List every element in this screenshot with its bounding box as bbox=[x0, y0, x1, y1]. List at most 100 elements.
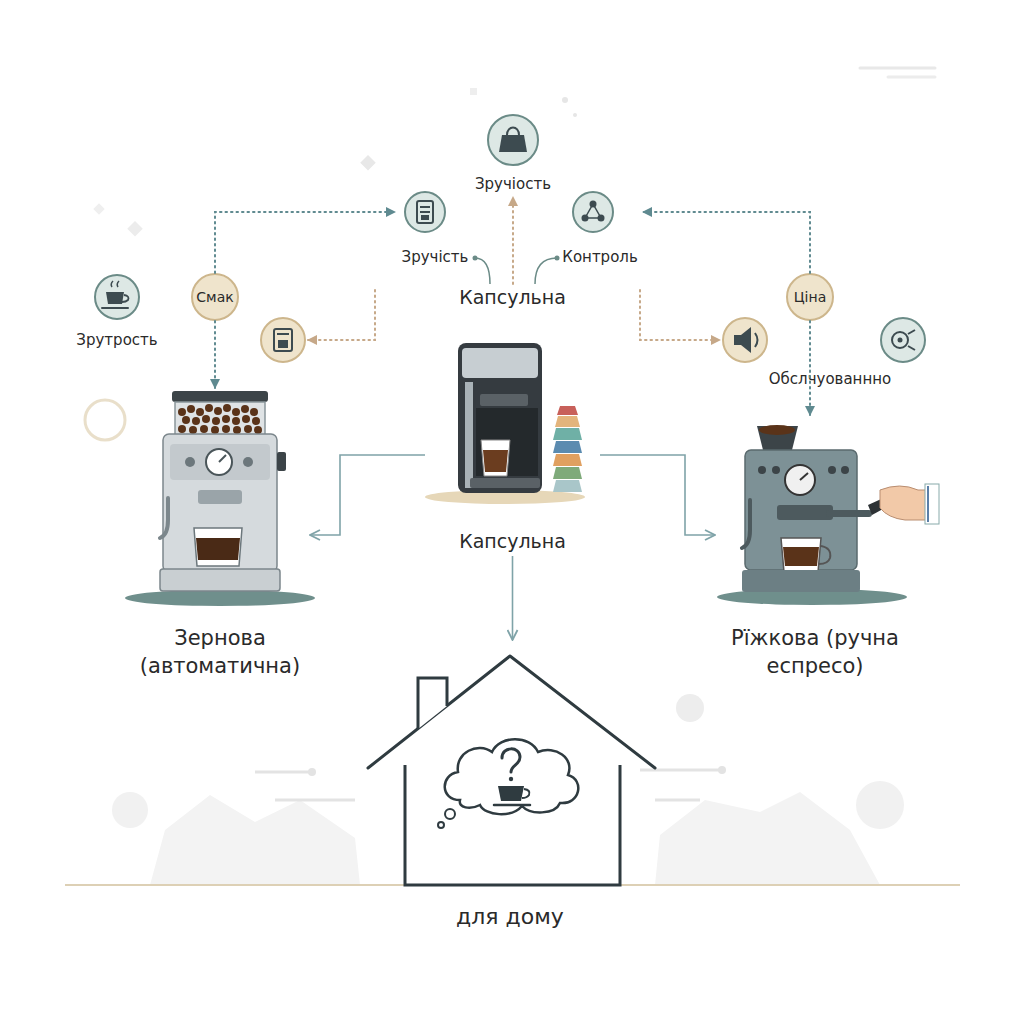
capsule-machine-illustration bbox=[425, 343, 585, 504]
connector-arrow bbox=[643, 212, 810, 273]
connector-arrow bbox=[512, 197, 514, 284]
grain-machine-illustration bbox=[160, 498, 168, 538]
espresso-machine-illustration bbox=[777, 505, 833, 520]
espresso-machine-illustration bbox=[772, 466, 780, 474]
grain-machine-illustration bbox=[219, 455, 226, 462]
espresso-machine-illustration bbox=[826, 510, 872, 517]
capsule-machine-illustration bbox=[553, 467, 582, 479]
grain-machine-illustration bbox=[206, 449, 232, 475]
grain-machine-illustration bbox=[185, 457, 195, 467]
node-label: Зручість bbox=[395, 248, 475, 268]
connector-arrow bbox=[535, 258, 557, 284]
grain-machine-illustration bbox=[189, 426, 197, 434]
icon-glyph bbox=[106, 292, 124, 304]
criterion-circle: Смак bbox=[191, 273, 239, 321]
grain-machine-illustration bbox=[232, 417, 240, 425]
espresso-machine: Рїжкова (ручна еспресо) bbox=[715, 415, 915, 683]
grain-machine-illustration bbox=[277, 452, 286, 471]
grain-machine-illustration bbox=[178, 408, 186, 416]
connector-dot bbox=[555, 256, 560, 261]
grain-machine-illustration bbox=[232, 408, 240, 416]
background-decor bbox=[255, 771, 310, 774]
background-decor bbox=[65, 68, 960, 885]
background-decor bbox=[308, 768, 316, 776]
house-illustration bbox=[494, 804, 530, 807]
icon-glyph bbox=[102, 307, 128, 309]
grain-machine: Зернова (автоматична) bbox=[130, 388, 310, 683]
espresso-machine-illustration bbox=[742, 570, 860, 592]
icon-circle: Зручість bbox=[395, 190, 475, 270]
capsule-machine-illustration bbox=[553, 480, 582, 492]
grain-machine-illustration bbox=[242, 415, 250, 423]
grain-machine-illustration bbox=[233, 426, 241, 434]
grain-machine-illustration bbox=[172, 391, 268, 402]
connector-arrow bbox=[214, 321, 216, 388]
background-decor bbox=[655, 799, 700, 802]
node-circle bbox=[787, 274, 833, 320]
grain-machine-illustration bbox=[222, 415, 230, 423]
leader-lines bbox=[308, 290, 375, 340]
grain-machine-illustration bbox=[202, 415, 210, 423]
espresso-machine-illustration bbox=[758, 466, 766, 474]
icon-glyph bbox=[417, 201, 433, 223]
icon-circle: Зручіость bbox=[463, 115, 563, 197]
icon-glyph bbox=[590, 201, 597, 208]
capsule-machine-illustration bbox=[462, 348, 538, 378]
grain-machine-illustration bbox=[214, 407, 222, 415]
espresso-machine-illustration bbox=[717, 425, 939, 605]
grain-machine-illustration bbox=[175, 402, 265, 435]
decor-icon-circle bbox=[723, 318, 767, 362]
grain-machine-illustration bbox=[244, 425, 252, 433]
decor-icon-circle bbox=[277, 333, 289, 335]
background-decor bbox=[640, 769, 720, 772]
house-illustration bbox=[509, 777, 513, 781]
node-label: Зрутрость bbox=[72, 331, 162, 351]
decor-icon-circle bbox=[898, 338, 903, 343]
connector-arrow bbox=[809, 321, 811, 415]
capsule-machine-illustration bbox=[553, 441, 582, 453]
espresso-machine-illustration bbox=[800, 473, 808, 480]
grain-machine-illustration bbox=[211, 426, 219, 434]
connector-arrow bbox=[310, 455, 425, 535]
icon-glyph bbox=[499, 135, 527, 152]
background-decor bbox=[562, 97, 568, 103]
capsule-machine-illustration bbox=[480, 394, 528, 406]
background-decor bbox=[150, 795, 360, 885]
capsule-machine-illustration bbox=[555, 416, 580, 427]
espresso-machine-illustration bbox=[742, 500, 750, 548]
house-illustration bbox=[445, 809, 455, 819]
node-label: Рїжкова (ручна еспресо) bbox=[715, 625, 915, 680]
connector-arrow bbox=[215, 212, 395, 273]
node-label: Контроль bbox=[557, 248, 643, 268]
espresso-machine-illustration bbox=[819, 546, 830, 564]
capsule-machine-illustration bbox=[483, 450, 508, 472]
icon-glyph bbox=[598, 215, 605, 222]
decor-icon-circle bbox=[261, 318, 305, 362]
decor-icon-circle bbox=[908, 330, 915, 350]
grain-machine-illustration bbox=[212, 417, 220, 425]
decor-icon-circle bbox=[261, 318, 925, 362]
background-decor bbox=[573, 113, 577, 117]
icon-glyph bbox=[582, 215, 589, 222]
node-label: Капсульна bbox=[425, 285, 600, 310]
grain-machine-illustration bbox=[223, 404, 231, 412]
icon-glyph bbox=[421, 215, 429, 220]
grain-machine-illustration bbox=[200, 425, 208, 433]
grain-machine-illustration bbox=[163, 434, 277, 572]
decor-icon-circle bbox=[892, 332, 908, 348]
grain-machine-illustration bbox=[241, 405, 249, 413]
grain-machine-illustration bbox=[160, 569, 280, 591]
grain-machine-illustration bbox=[205, 404, 213, 412]
house-illustration bbox=[438, 822, 444, 828]
capsule-machine-illustration bbox=[476, 408, 538, 476]
grain-machine-illustration bbox=[187, 405, 195, 413]
grain-machine-illustration bbox=[170, 444, 270, 480]
house-illustration bbox=[498, 786, 524, 801]
grain-machine-illustration bbox=[196, 408, 204, 416]
espresso-machine-illustration bbox=[785, 465, 815, 495]
background-decor bbox=[676, 694, 704, 722]
espresso-machine-illustration bbox=[925, 484, 939, 524]
